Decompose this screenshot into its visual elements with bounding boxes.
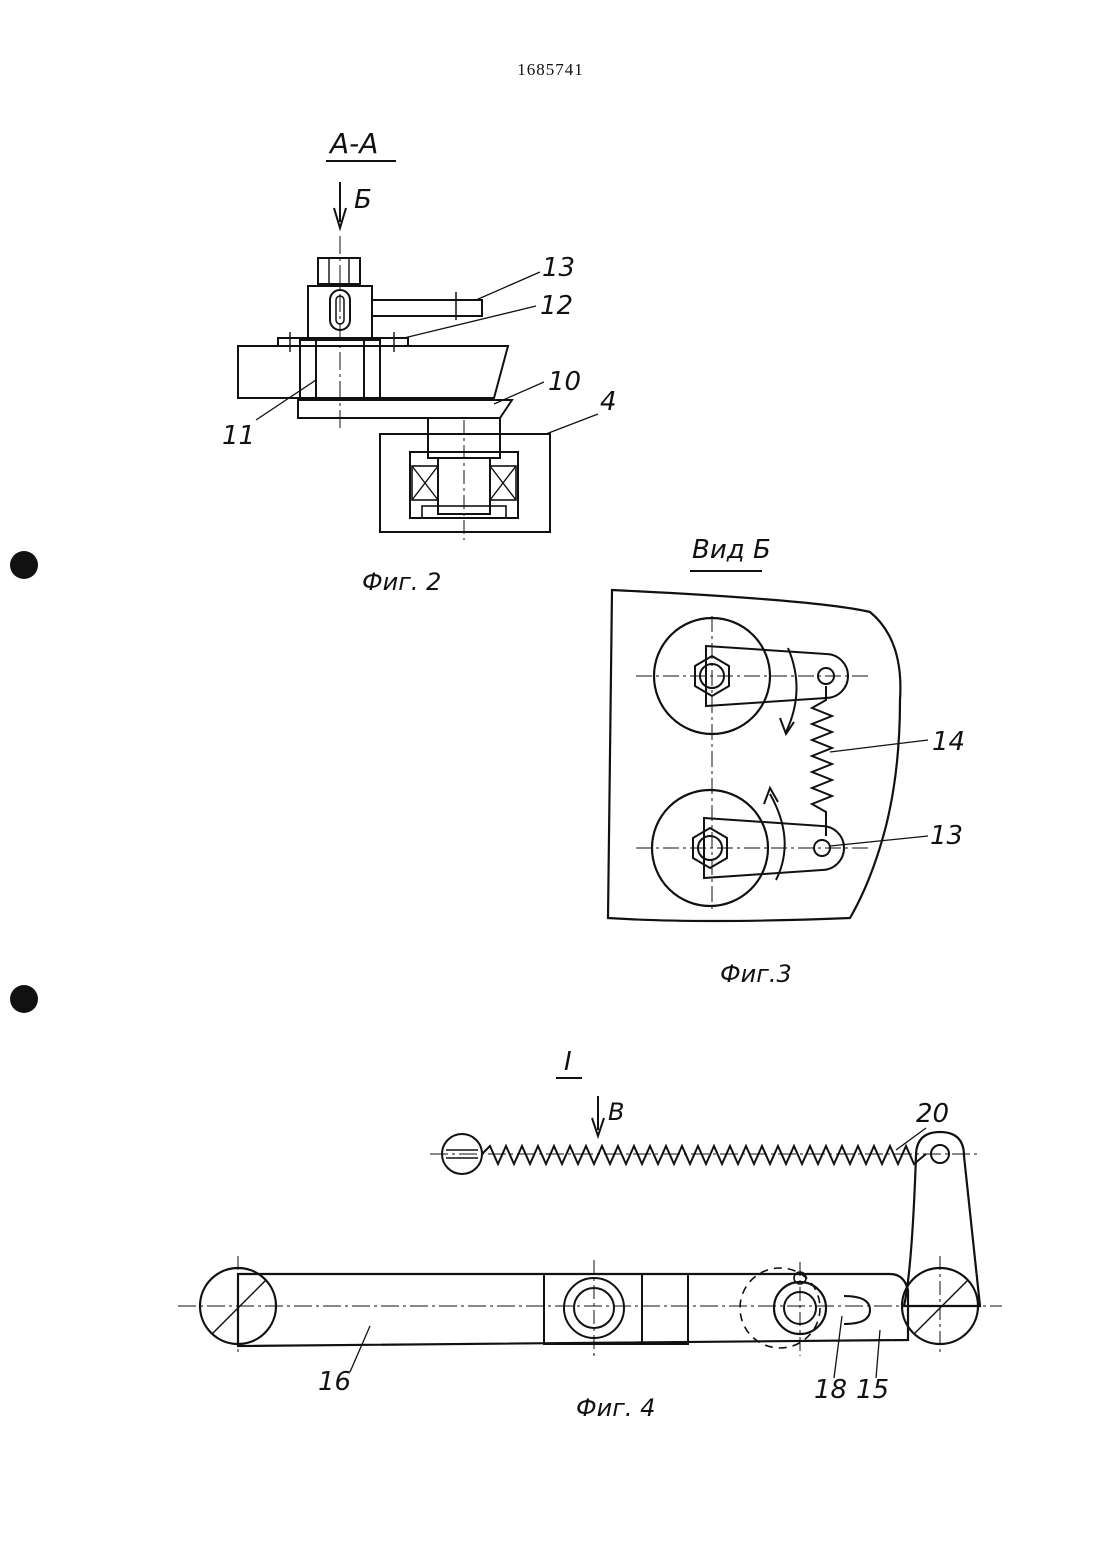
fig2-plate-10 — [298, 400, 512, 418]
fig3-spring — [812, 686, 832, 836]
binder-hole-top — [10, 551, 38, 579]
fig3-callout-13: 13 — [930, 821, 963, 851]
figure-4: I В — [178, 1047, 1002, 1422]
figure-3: Вид Б 14 13 Фиг.3 — [608, 535, 965, 988]
fig4-view-arrow-label: В — [608, 1098, 624, 1126]
binder-hole-bottom — [10, 985, 38, 1013]
fig2-callout-12: 12 — [540, 291, 573, 321]
fig3-plate-outline — [608, 590, 900, 921]
fig2-view-arrow-label: Б — [354, 185, 372, 215]
figure-2: А-А Б — [222, 127, 617, 596]
fig4-joint-block — [544, 1274, 688, 1344]
fig4-callout-16: 16 — [318, 1367, 351, 1397]
fig4-spring — [482, 1146, 926, 1164]
fig4-caption: Фиг. 4 — [576, 1394, 655, 1422]
fig4-callout-18: 18 — [814, 1375, 847, 1405]
fig2-caption: Фиг. 2 — [362, 568, 441, 596]
fig4-callout-20: 20 — [916, 1099, 949, 1129]
fig3-callout-14: 14 — [932, 727, 965, 757]
fig2-base-plate-left — [238, 346, 300, 398]
fig3-view-title: Вид Б — [692, 535, 771, 565]
fig3-rotation-arrow-upper — [786, 648, 797, 732]
fig3-rotation-arrow-lower — [770, 794, 785, 880]
fig2-callout-10: 10 — [548, 367, 581, 397]
fig2-lever-arm — [372, 300, 482, 316]
fig2-top-nut — [318, 258, 360, 284]
fig2-callout-11: 11 — [222, 421, 255, 451]
fig2-callout-13: 13 — [542, 253, 575, 283]
fig4-callout-15: 15 — [856, 1375, 889, 1405]
fig2-section-label: А-А — [328, 127, 378, 160]
fig2-base-plate-right — [380, 346, 508, 398]
fig4-detail-label: I — [564, 1047, 572, 1077]
fig3-caption: Фиг.3 — [720, 960, 792, 988]
fig4-eccentric-hidden — [740, 1268, 820, 1348]
fig4-lever-bar — [238, 1274, 908, 1346]
fig2-callout-4: 4 — [600, 387, 617, 417]
